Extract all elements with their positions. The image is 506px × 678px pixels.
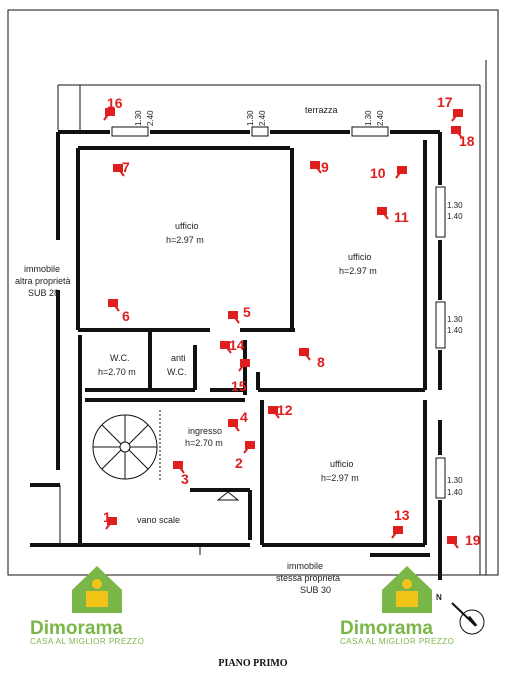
svg-text:1.40: 1.40 (447, 326, 463, 335)
west-neighbor-line3: SUB 28 (28, 288, 59, 298)
south-neighbor-line1: immobile (287, 561, 323, 571)
svg-text:1.40: 1.40 (447, 212, 463, 221)
camera-number: 9 (321, 159, 329, 175)
west-neighbor-line2: altra proprietà (15, 276, 71, 286)
camera-number: 11 (394, 209, 409, 225)
camera-direction (117, 167, 125, 177)
office3-height: h=2.97 m (321, 473, 359, 483)
camera-number: 17 (437, 94, 453, 110)
camera-direction (381, 210, 389, 220)
camera-number: 12 (277, 402, 293, 418)
terrace-label: terrazza (305, 105, 338, 115)
south-neighbor-line3: SUB 30 (300, 585, 331, 595)
camera-number: 18 (459, 133, 475, 149)
camera-direction (177, 464, 185, 474)
camera-direction (451, 112, 459, 122)
camera-direction (272, 409, 280, 419)
house-icon (72, 566, 122, 613)
camera-number: 15 (231, 378, 247, 394)
office2-height: h=2.97 m (339, 266, 377, 276)
logo-right-tagline: CASA AL MIGLIOR PREZZO (340, 637, 454, 646)
floor-title: PIANO PRIMO (218, 658, 288, 669)
window-dims-top: 1.30 2.40 1.30 2.40 1.30 2.40 (134, 110, 385, 126)
camera-direction (314, 164, 322, 174)
camera-direction (303, 351, 311, 361)
anti-wc-line1: anti (171, 353, 186, 363)
office3-name: ufficio (330, 459, 353, 469)
camera-number: 2 (235, 455, 243, 471)
camera-direction (105, 520, 113, 530)
stairs-label: vano scale (137, 515, 180, 525)
office2-name: ufficio (348, 252, 371, 262)
camera-direction (391, 529, 399, 539)
office1-height: h=2.97 m (166, 235, 204, 245)
camera-direction (451, 539, 459, 549)
logo-left: Dimorama CASA AL MIGLIOR PREZZO (30, 566, 144, 646)
wc-height: h=2.70 m (98, 367, 136, 377)
svg-text:2.40: 2.40 (376, 110, 385, 126)
window-dims-right: 1.30 1.40 1.30 1.40 1.30 1.40 (447, 201, 463, 497)
south-neighbor-line2: stessa proprietà (276, 573, 340, 583)
compass: N (436, 593, 485, 635)
drawing-frame (7, 9, 499, 576)
camera-number: 7 (122, 159, 130, 175)
wc-name: W.C. (110, 353, 130, 363)
camera-direction (103, 111, 111, 121)
interior-walls (76, 140, 427, 547)
camera-direction (224, 344, 232, 354)
right-windows (435, 186, 446, 499)
camera-direction (395, 169, 403, 179)
camera-number: 1 (103, 509, 111, 525)
camera-number: 16 (107, 95, 123, 111)
house-icon (382, 566, 432, 613)
svg-text:1.30: 1.30 (134, 110, 143, 126)
logo-right: Dimorama CASA AL MIGLIOR PREZZO (340, 566, 454, 646)
office1-name: ufficio (175, 221, 198, 231)
svg-text:1.30: 1.30 (447, 201, 463, 210)
svg-text:1.30: 1.30 (246, 110, 255, 126)
logo-right-name: Dimorama (340, 618, 433, 639)
camera-direction (232, 314, 240, 324)
camera-number: 14 (229, 337, 245, 353)
camera-direction (112, 302, 120, 312)
anti-wc-line2: W.C. (167, 367, 187, 377)
svg-text:2.40: 2.40 (146, 110, 155, 126)
entrance-name: ingresso (188, 426, 222, 436)
west-neighbor-line1: immobile (24, 264, 60, 274)
camera-number: 4 (240, 409, 248, 425)
svg-text:1.40: 1.40 (447, 488, 463, 497)
camera-number: 13 (394, 507, 410, 523)
top-windows (111, 126, 389, 137)
stair-arrow (216, 491, 240, 501)
camera-direction (243, 444, 251, 454)
camera-direction (238, 362, 246, 372)
camera-number: 19 (465, 532, 481, 548)
svg-text:1.30: 1.30 (364, 110, 373, 126)
camera-direction (232, 422, 240, 432)
camera-number: 8 (317, 354, 325, 370)
logo-left-tagline: CASA AL MIGLIOR PREZZO (30, 637, 144, 646)
camera-number: 6 (122, 308, 130, 324)
camera-direction (455, 129, 463, 139)
camera-number: 10 (370, 165, 386, 181)
compass-north: N (436, 593, 442, 602)
camera-number: 3 (181, 471, 189, 487)
camera-number: 5 (243, 304, 251, 320)
south-boundary (30, 483, 430, 557)
spiral-staircase (92, 410, 161, 480)
entrance-height: h=2.70 m (185, 438, 223, 448)
svg-text:1.30: 1.30 (447, 315, 463, 324)
svg-text:1.30: 1.30 (447, 476, 463, 485)
logo-left-name: Dimorama (30, 618, 123, 639)
svg-text:2.40: 2.40 (258, 110, 267, 126)
